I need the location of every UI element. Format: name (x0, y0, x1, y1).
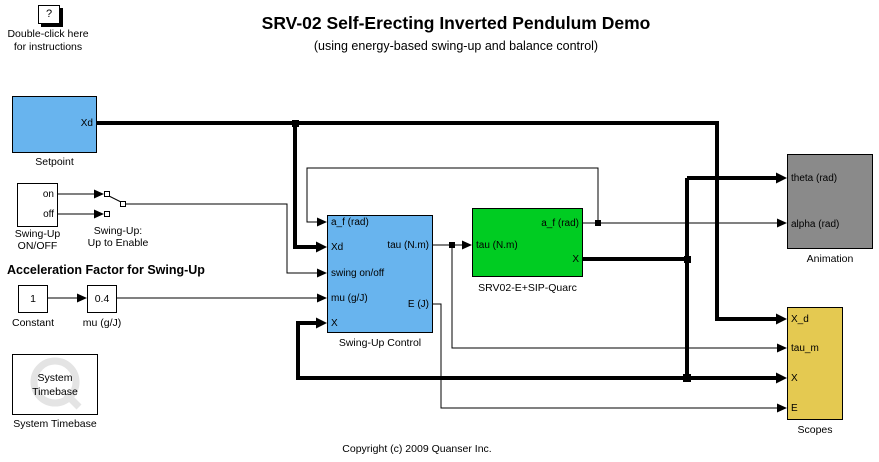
junction-tau (449, 242, 455, 248)
swingup-onoff-block[interactable]: on off (17, 183, 58, 227)
setpoint-label: Setpoint (35, 156, 74, 168)
system-timebase-block[interactable]: System Timebase (12, 354, 98, 415)
wire-e[interactable] (433, 303, 778, 409)
wire-tau[interactable] (433, 244, 778, 349)
plant-label: SRV02-E+SIP-Quarc (478, 282, 577, 294)
arrow-xd-scope (776, 313, 787, 325)
junction-x-scope (683, 374, 691, 382)
controller-in-af: a_f (rad) (331, 217, 369, 228)
constant-value: 1 (30, 293, 36, 305)
scopes-in-e: E (791, 403, 798, 414)
wire-xd[interactable] (97, 121, 777, 321)
arrow-const-mu (77, 293, 87, 303)
controller-out-e: E (J) (407, 299, 429, 310)
arrow-tau-scope (777, 343, 787, 353)
plant-in-tau: tau (N.m) (476, 240, 518, 251)
help-caption-line1: Double-click here (7, 28, 89, 40)
arrow-x-scope (776, 372, 787, 384)
manual-switch-contact-off[interactable] (104, 211, 110, 217)
controller-in-x: X (331, 318, 338, 329)
constant-label: Constant (11, 317, 55, 329)
wire-x[interactable] (296, 176, 777, 380)
onoff-label-line2: ON/OFF (17, 240, 58, 252)
wire-swing-onoff[interactable] (126, 203, 318, 274)
arrow-off (94, 209, 104, 219)
setpoint-block[interactable]: Xd (12, 96, 97, 153)
plant-out-x: X (572, 254, 579, 265)
arrow-swing (317, 268, 327, 278)
page-subtitle: (using energy-based swing-up and balance… (313, 39, 599, 53)
arrow-x-in (316, 317, 327, 329)
arrow-af-in (317, 217, 327, 227)
timebase-inner-line2: Timebase (32, 385, 78, 398)
controller-in-swing: swing on/off (331, 268, 385, 279)
animation-block[interactable]: theta (rad) alpha (rad) (787, 154, 873, 249)
controller-out-tau: tau (N.m) (387, 240, 429, 251)
manual-switch-lever[interactable] (108, 195, 122, 203)
manual-switch-contact-out[interactable] (120, 201, 126, 207)
plant-block[interactable]: tau (N.m) a_f (rad) X (472, 208, 583, 277)
help-caption-line2: for instructions (13, 41, 83, 53)
timebase-inner-line1: System (37, 371, 73, 384)
swingup-control-label: Swing-Up Control (338, 337, 422, 349)
junction-x-out (684, 256, 691, 263)
help-icon: ? (45, 8, 53, 20)
junction-xd (292, 120, 299, 127)
onoff-port-off: off (43, 209, 54, 220)
arrow-theta (776, 172, 787, 184)
controller-in-mu: mu (g/J) (331, 293, 368, 304)
plant-out-af: a_f (rad) (541, 218, 579, 229)
animation-in-alpha: alpha (rad) (791, 219, 840, 230)
arrow-mu (317, 293, 327, 303)
wire-af[interactable] (306, 167, 778, 224)
mu-gain-value: 0.4 (94, 293, 110, 305)
manual-switch-contact-on[interactable] (104, 191, 110, 197)
scopes-in-xd: X_d (791, 314, 809, 325)
mu-gain-label: mu (g/J) (82, 317, 122, 329)
copyright-text: Copyright (c) 2009 Quanser Inc. (342, 443, 492, 455)
junction-af (595, 220, 601, 226)
controller-in-xd: Xd (331, 242, 344, 253)
switch-label-line2: Up to Enable (87, 237, 149, 249)
arrow-e-scope (777, 403, 787, 413)
scopes-label: Scopes (797, 424, 833, 436)
switch-label-line1: Swing-Up: (93, 225, 143, 237)
mu-gain-block[interactable]: 0.4 (87, 285, 117, 313)
system-timebase-label: System Timebase (13, 418, 97, 430)
accel-heading: Acceleration Factor for Swing-Up (7, 263, 205, 277)
onoff-label-line1: Swing-Up (14, 228, 61, 240)
swingup-control-block[interactable]: a_f (rad) Xd swing on/off mu (g/J) X tau… (327, 215, 433, 333)
arrow-tau-plant (462, 240, 472, 250)
page-title: SRV-02 Self-Erecting Inverted Pendulum D… (261, 13, 651, 33)
quanser-logo-icon (30, 357, 82, 410)
arrow-on (94, 189, 104, 199)
scopes-in-x: X (791, 373, 798, 384)
scopes-in-taum: tau_m (791, 343, 819, 354)
scopes-block[interactable]: X_d tau_m X E (787, 307, 843, 420)
setpoint-out-port: Xd (80, 118, 93, 129)
help-block[interactable]: ? (38, 5, 60, 24)
onoff-port-on: on (42, 189, 54, 200)
arrow-xd-in (316, 241, 327, 253)
arrow-alpha (777, 218, 787, 228)
constant-block[interactable]: 1 (18, 285, 48, 313)
animation-label: Animation (806, 253, 854, 265)
animation-in-theta: theta (rad) (791, 173, 838, 184)
